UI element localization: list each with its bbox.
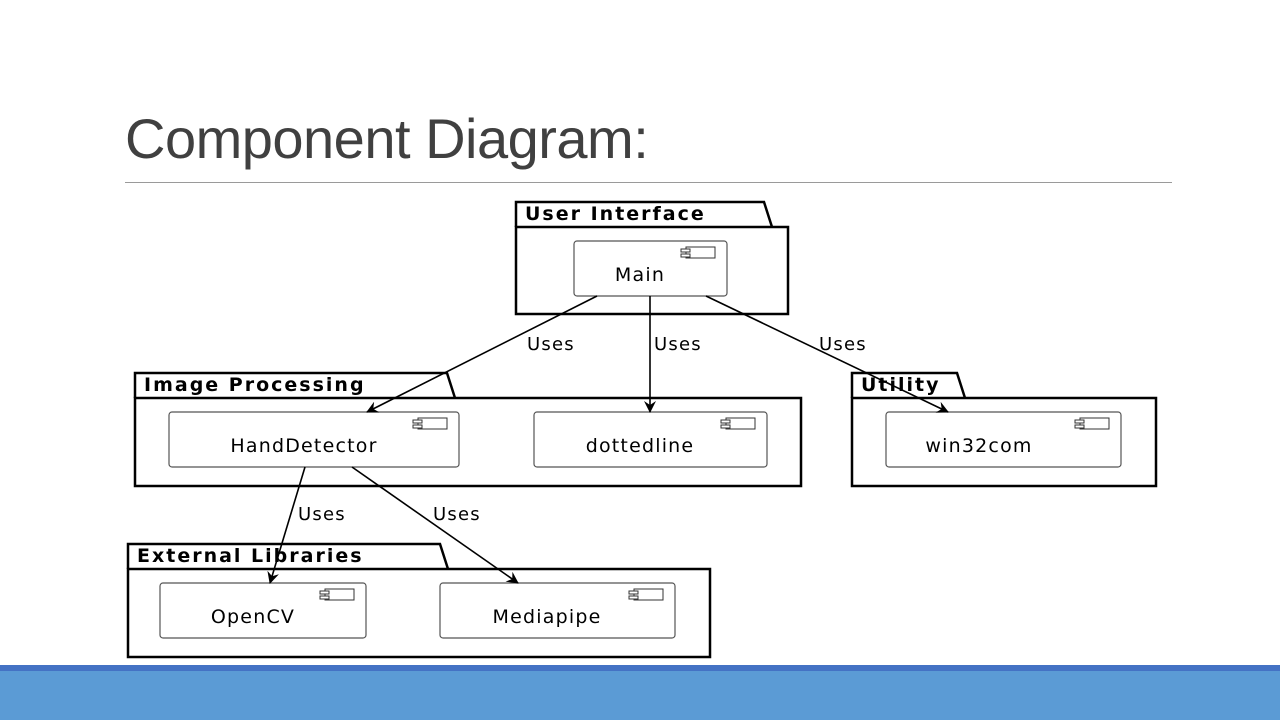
package-user-interface: User Interface <box>514 200 790 316</box>
component-mediapipe: Mediapipe <box>439 582 676 639</box>
edge-main-to-win32com: Uses <box>705 295 949 413</box>
component-hand-detector: HandDetector <box>168 411 460 468</box>
component-label-opencv: OpenCV <box>211 606 295 628</box>
package-label-utility: Utility <box>861 374 941 396</box>
edge-handdetector-to-opencv: Uses <box>267 466 346 584</box>
component-box <box>168 411 460 468</box>
footer-band <box>0 665 1280 720</box>
component-icon <box>628 588 664 601</box>
component-box <box>885 411 1122 468</box>
component-box <box>439 582 676 639</box>
edge-label: Uses <box>433 504 481 525</box>
footer-band-accent <box>0 665 1280 671</box>
edge-label: Uses <box>654 334 702 355</box>
edge-label: Uses <box>527 334 575 355</box>
edge-label: Uses <box>298 504 346 525</box>
dependency-arrow <box>267 466 306 584</box>
component-dottedline: dottedline <box>533 411 768 468</box>
edge-handdetector-to-mediapipe: Uses <box>351 466 519 584</box>
component-icon <box>1074 417 1110 430</box>
component-win32com: win32com <box>885 411 1122 468</box>
component-label-mediapipe: Mediapipe <box>493 606 602 628</box>
component-label-hand-detector: HandDetector <box>230 435 377 457</box>
component-icon <box>680 246 716 259</box>
title-divider <box>125 182 1172 183</box>
package-label-external-libraries: External Libraries <box>137 545 364 567</box>
component-icon <box>319 588 355 601</box>
edge-label: Uses <box>819 334 867 355</box>
component-icon <box>412 417 448 430</box>
dependency-arrow <box>366 295 598 413</box>
component-opencv: OpenCV <box>159 582 367 639</box>
package-tab <box>133 371 457 399</box>
component-box <box>159 582 367 639</box>
package-tab <box>126 542 450 570</box>
component-label-dottedline: dottedline <box>586 435 695 457</box>
component-label-main: Main <box>615 264 665 286</box>
dependency-arrow <box>351 466 519 584</box>
edge-main-to-handdetector: Uses <box>366 295 598 413</box>
component-main: Main <box>573 240 728 297</box>
component-label-win32com: win32com <box>925 435 1032 457</box>
component-icon <box>720 417 756 430</box>
page-title: Component Diagram: <box>125 107 649 170</box>
package-tab <box>514 200 774 228</box>
dependency-arrow <box>705 295 949 413</box>
package-label-user-interface: User Interface <box>525 203 706 225</box>
package-label-image-processing: Image Processing <box>144 374 366 396</box>
edge-main-to-dottedline: Uses <box>644 296 702 413</box>
